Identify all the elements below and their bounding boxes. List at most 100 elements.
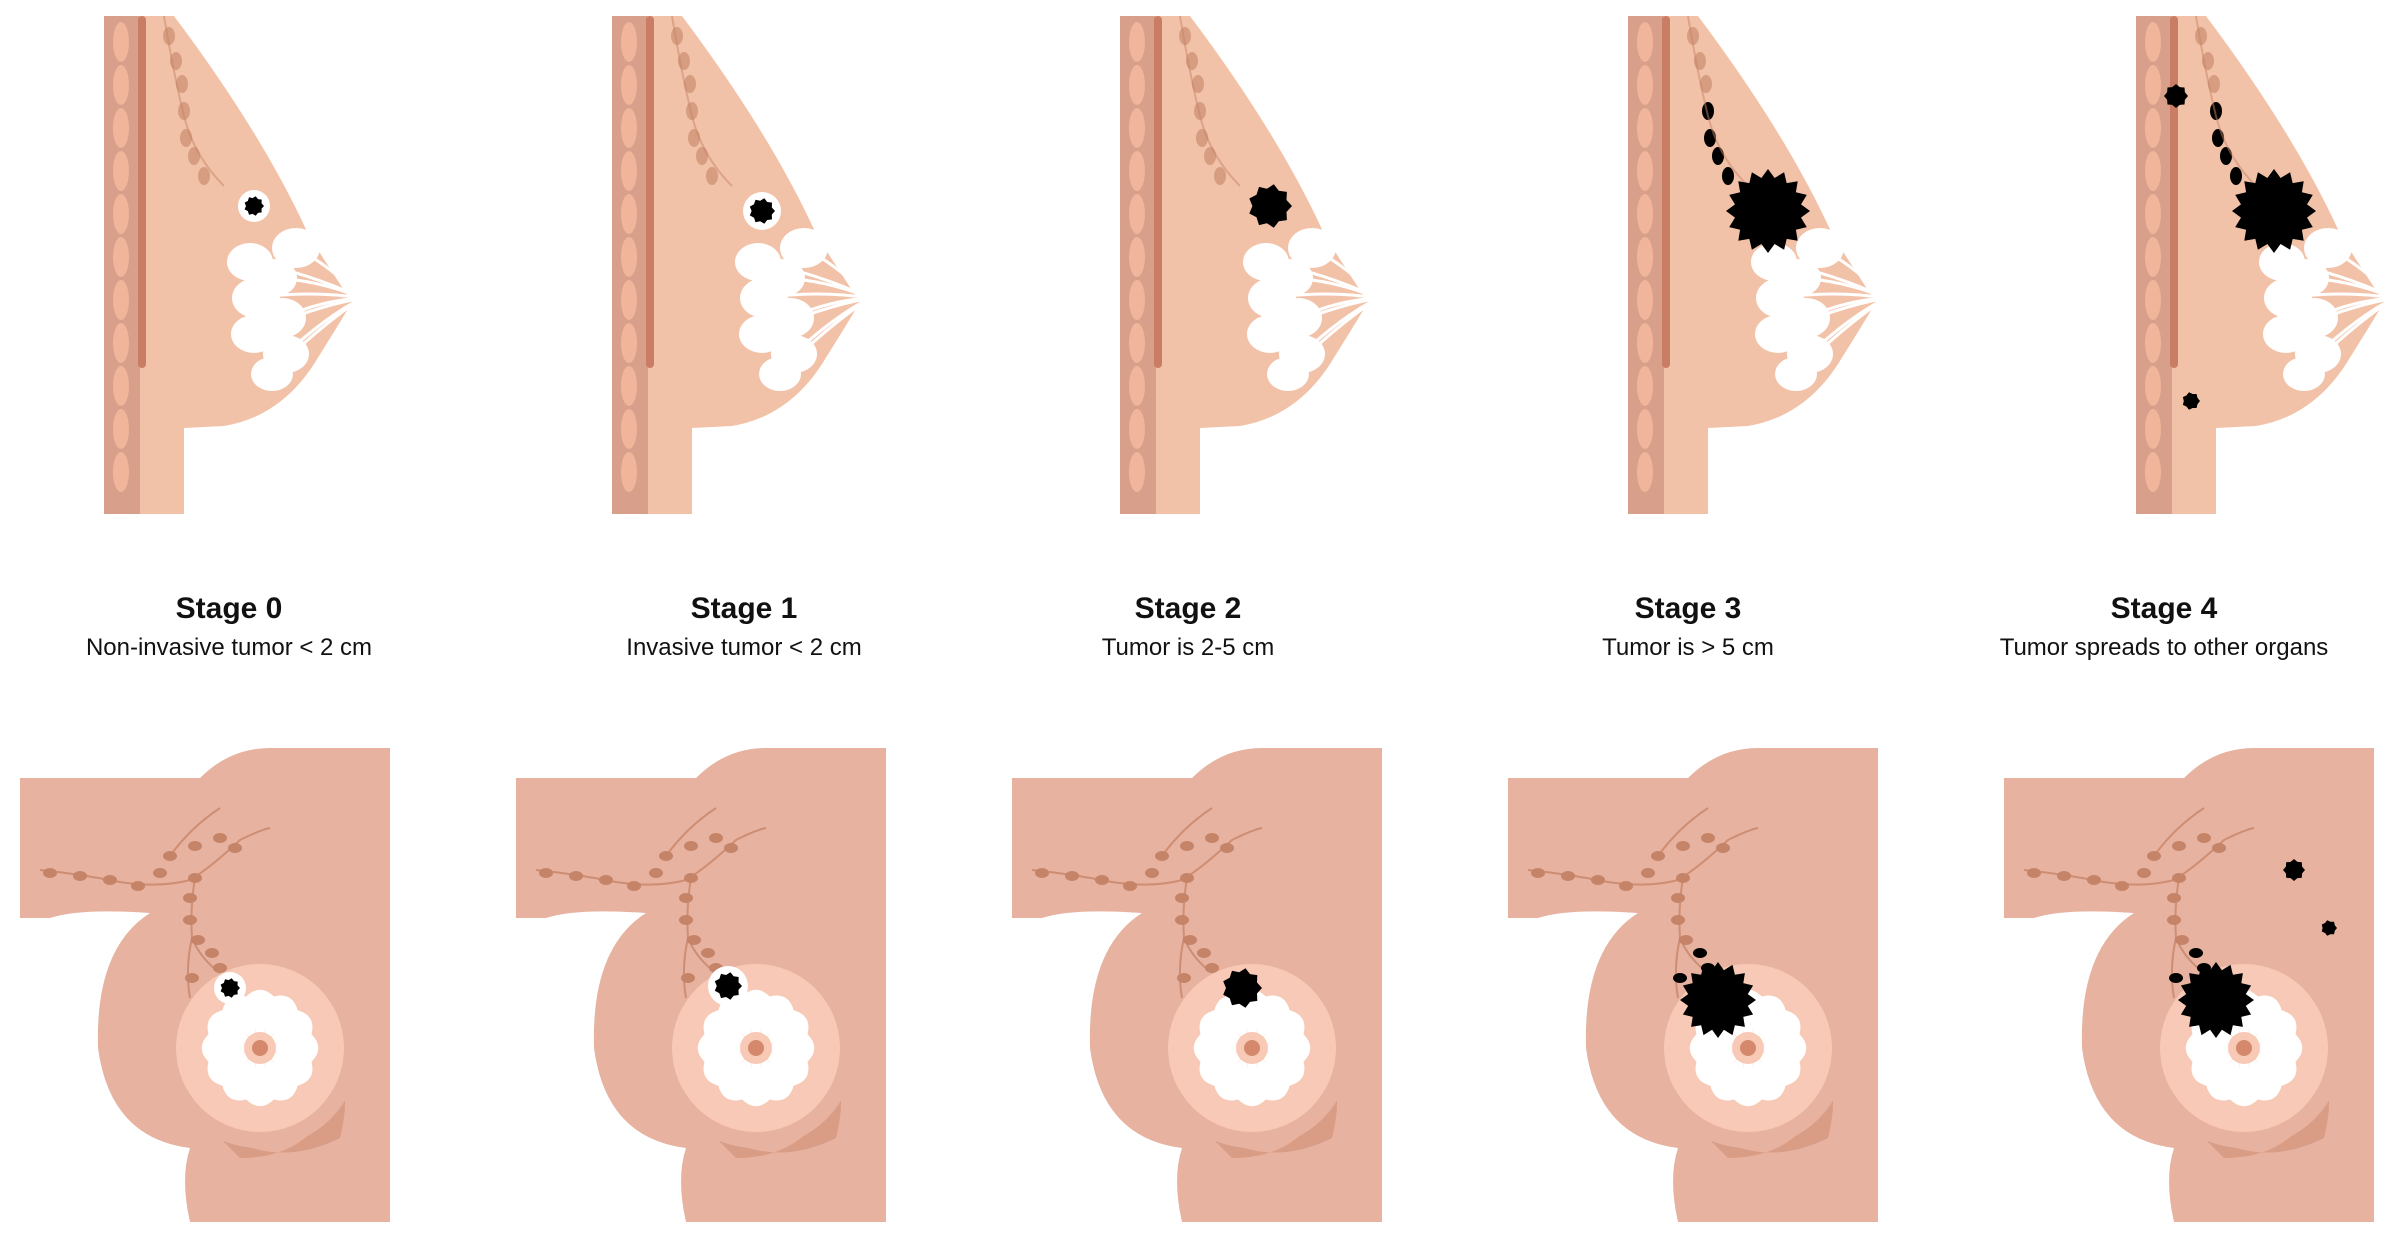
- lymph-node: [2167, 893, 2181, 903]
- stage-title: Stage 1: [690, 592, 798, 625]
- lymph-node: [1204, 147, 1216, 165]
- lymph-node: [1095, 875, 1109, 885]
- rib: [621, 409, 637, 449]
- rib: [113, 108, 129, 148]
- rib: [621, 151, 637, 191]
- rib: [2145, 22, 2161, 62]
- lobule: [207, 1009, 260, 1048]
- lymph-node: [2230, 167, 2242, 185]
- rib: [2145, 323, 2161, 363]
- lobule: [740, 278, 788, 318]
- rib: [2145, 280, 2161, 320]
- lymph-node: [1671, 915, 1685, 925]
- rib: [1129, 409, 1145, 449]
- front-view-stage-4: [2004, 748, 2374, 1222]
- lobule: [260, 995, 299, 1048]
- lymph-node: [1704, 129, 1716, 147]
- lymph-node: [1205, 963, 1219, 973]
- lymph-node: [1561, 871, 1575, 881]
- lymph-node: [569, 871, 583, 881]
- lymph-node: [213, 963, 227, 973]
- rib: [1129, 280, 1145, 320]
- pectoral-muscle: [1154, 16, 1162, 368]
- tumor: [244, 196, 264, 216]
- lobule: [2244, 1031, 2303, 1065]
- lymph-node: [1673, 973, 1687, 983]
- lymph-node: [163, 851, 177, 861]
- lobule: [1235, 1048, 1269, 1107]
- rib: [113, 65, 129, 105]
- lymph-node: [2212, 129, 2224, 147]
- lobule: [2244, 1048, 2297, 1087]
- tumor: [1249, 184, 1292, 228]
- pectoral-muscle: [646, 16, 654, 368]
- stage-caption-0: Stage 0 Non-invasive tumor < 2 cm: [0, 590, 469, 664]
- rib: [1637, 452, 1653, 492]
- pectoral-muscle: [138, 16, 146, 368]
- lymph-node: [228, 843, 242, 853]
- nipple: [252, 1040, 268, 1056]
- lymph-vessel: [2195, 16, 2257, 187]
- tumor: [1726, 169, 1810, 253]
- lymph-node: [1619, 881, 1633, 891]
- nipple: [2236, 1040, 2252, 1056]
- lymph-node: [1155, 851, 1169, 861]
- rib: [1129, 22, 1145, 62]
- tumor: [714, 972, 742, 1000]
- lymph-node: [1192, 75, 1204, 93]
- lymph-vessel: [1687, 16, 1749, 187]
- rib: [1637, 409, 1653, 449]
- lymph-node: [2027, 868, 2041, 878]
- nipple: [748, 1040, 764, 1056]
- rib: [1129, 65, 1145, 105]
- metastasis: [2321, 920, 2337, 936]
- lymph-node: [724, 843, 738, 853]
- lymph-node: [1177, 973, 1191, 983]
- lobule: [1775, 357, 1817, 391]
- rib: [621, 22, 637, 62]
- lymph-node: [1197, 948, 1211, 958]
- lymph-node: [188, 873, 202, 883]
- lymph-node: [1205, 833, 1219, 843]
- rib: [2145, 366, 2161, 406]
- lymph-node: [2115, 881, 2129, 891]
- front-view-stage-3: [1508, 748, 1878, 1222]
- lymph-node: [696, 147, 708, 165]
- lobule: [739, 989, 773, 1048]
- front-view-stage-2: [1012, 748, 1382, 1222]
- lobule: [251, 357, 293, 391]
- lobule: [1748, 995, 1787, 1048]
- rib: [113, 22, 129, 62]
- lymph-node: [2172, 873, 2186, 883]
- nipple: [1740, 1040, 1756, 1056]
- rib: [1129, 194, 1145, 234]
- rib: [621, 237, 637, 277]
- lymph-node: [2212, 843, 2226, 853]
- lymph-node: [627, 881, 641, 891]
- rib: [1637, 237, 1653, 277]
- lobule: [759, 357, 801, 391]
- tumor: [2232, 169, 2316, 253]
- lymph-node: [687, 935, 701, 945]
- front-view-stage-0: [20, 748, 390, 1222]
- lymph-node: [180, 129, 192, 147]
- lymph-node: [2172, 841, 2186, 851]
- stage-description: Tumor spreads to other organs: [1999, 634, 2329, 661]
- rib: [1637, 194, 1653, 234]
- lymph-node: [198, 167, 210, 185]
- lymph-node: [684, 873, 698, 883]
- lymph-node: [1712, 147, 1724, 165]
- lymph-node: [2169, 973, 2183, 983]
- lymph-node: [1175, 915, 1189, 925]
- rib: [1637, 151, 1653, 191]
- lymph-node: [73, 871, 87, 881]
- stage-caption-1: Stage 1 Invasive tumor < 2 cm: [504, 590, 984, 664]
- rib: [621, 366, 637, 406]
- stage-caption-4: Stage 4 Tumor spreads to other organs: [1924, 590, 2404, 664]
- rib: [2145, 409, 2161, 449]
- rib: [1637, 108, 1653, 148]
- stage-title: Stage 0: [175, 592, 283, 625]
- rib: [2145, 151, 2161, 191]
- rib: [1637, 280, 1653, 320]
- stage-description: Non-invasive tumor < 2 cm: [85, 634, 373, 661]
